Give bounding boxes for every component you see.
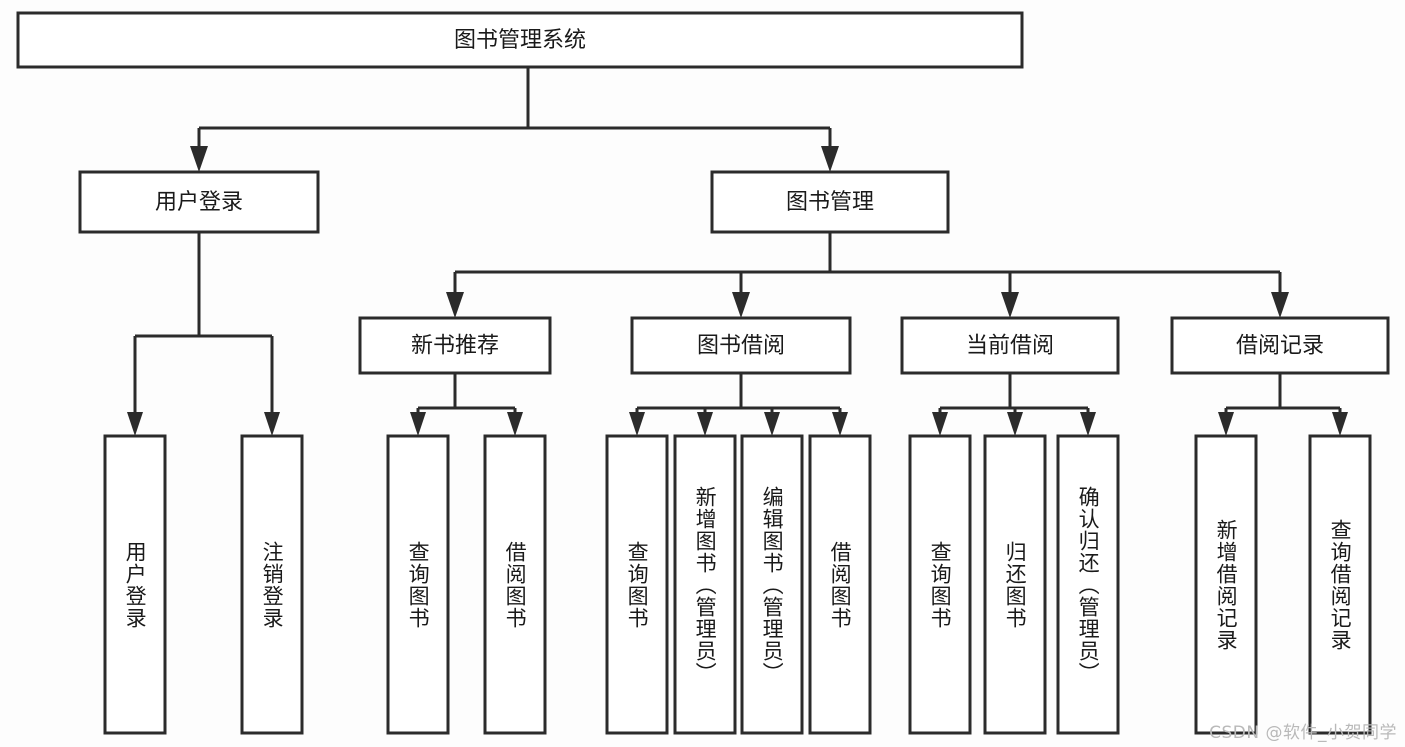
node-leaf-box-8[interactable] xyxy=(808,434,872,735)
node-leaf-box-3[interactable] xyxy=(386,434,450,735)
node-leaf-box-1[interactable] xyxy=(103,434,167,735)
node-root-box[interactable] xyxy=(16,11,1024,69)
node-level2-label-1: 新书推荐 xyxy=(411,334,499,359)
arrow-head xyxy=(932,412,948,436)
node-leaf-box-5[interactable] xyxy=(605,434,669,735)
arrow-head xyxy=(446,292,464,318)
node-leaf-box-10[interactable] xyxy=(983,434,1047,735)
node-level1-label-1: 用户登录 xyxy=(155,190,243,215)
node-level1-label-2: 图书管理 xyxy=(786,190,874,215)
node-box-layer xyxy=(16,11,1390,735)
arrow-head xyxy=(127,412,143,436)
node-level2-label-3: 当前借阅 xyxy=(966,334,1054,359)
node-level1-box-1[interactable] xyxy=(78,170,320,234)
arrow-head xyxy=(832,412,848,436)
node-leaf-box-7[interactable] xyxy=(740,434,804,735)
arrow-head xyxy=(507,412,523,436)
node-level2-label-4: 借阅记录 xyxy=(1236,334,1324,359)
arrow-head xyxy=(1271,292,1289,318)
arrow-head xyxy=(1080,412,1096,436)
arrow-head xyxy=(1332,412,1348,436)
arrow-head xyxy=(190,146,208,172)
csdn-watermark: CSDN @软件_小贺同学 xyxy=(1209,723,1397,743)
node-level2-box-3[interactable] xyxy=(900,316,1120,375)
arrow-head xyxy=(1218,412,1234,436)
arrow-head xyxy=(764,412,780,436)
node-level2-box-2[interactable] xyxy=(630,316,852,375)
node-leaf-box-13[interactable] xyxy=(1308,434,1372,735)
arrow-head xyxy=(264,412,280,436)
node-root-label: 图书管理系统 xyxy=(454,28,586,53)
arrow-head xyxy=(629,412,645,436)
node-leaf-box-6[interactable] xyxy=(673,434,737,735)
node-level1-box-2[interactable] xyxy=(710,170,950,234)
node-level2-label-2: 图书借阅 xyxy=(697,334,785,359)
node-leaf-box-11[interactable] xyxy=(1056,434,1120,735)
arrow-head xyxy=(821,146,839,172)
arrow-head xyxy=(1007,412,1023,436)
node-level2-box-4[interactable] xyxy=(1170,316,1390,375)
node-leaf-box-12[interactable] xyxy=(1194,434,1258,735)
arrow-head xyxy=(697,412,713,436)
node-leaf-box-4[interactable] xyxy=(483,434,547,735)
arrow-head xyxy=(410,412,426,436)
connector-layer xyxy=(127,67,1348,436)
node-level2-box-1[interactable] xyxy=(358,316,552,375)
arrow-head xyxy=(732,292,750,318)
node-leaf-box-2[interactable] xyxy=(240,434,304,735)
node-leaf-box-9[interactable] xyxy=(908,434,972,735)
arrow-head xyxy=(1001,292,1019,318)
